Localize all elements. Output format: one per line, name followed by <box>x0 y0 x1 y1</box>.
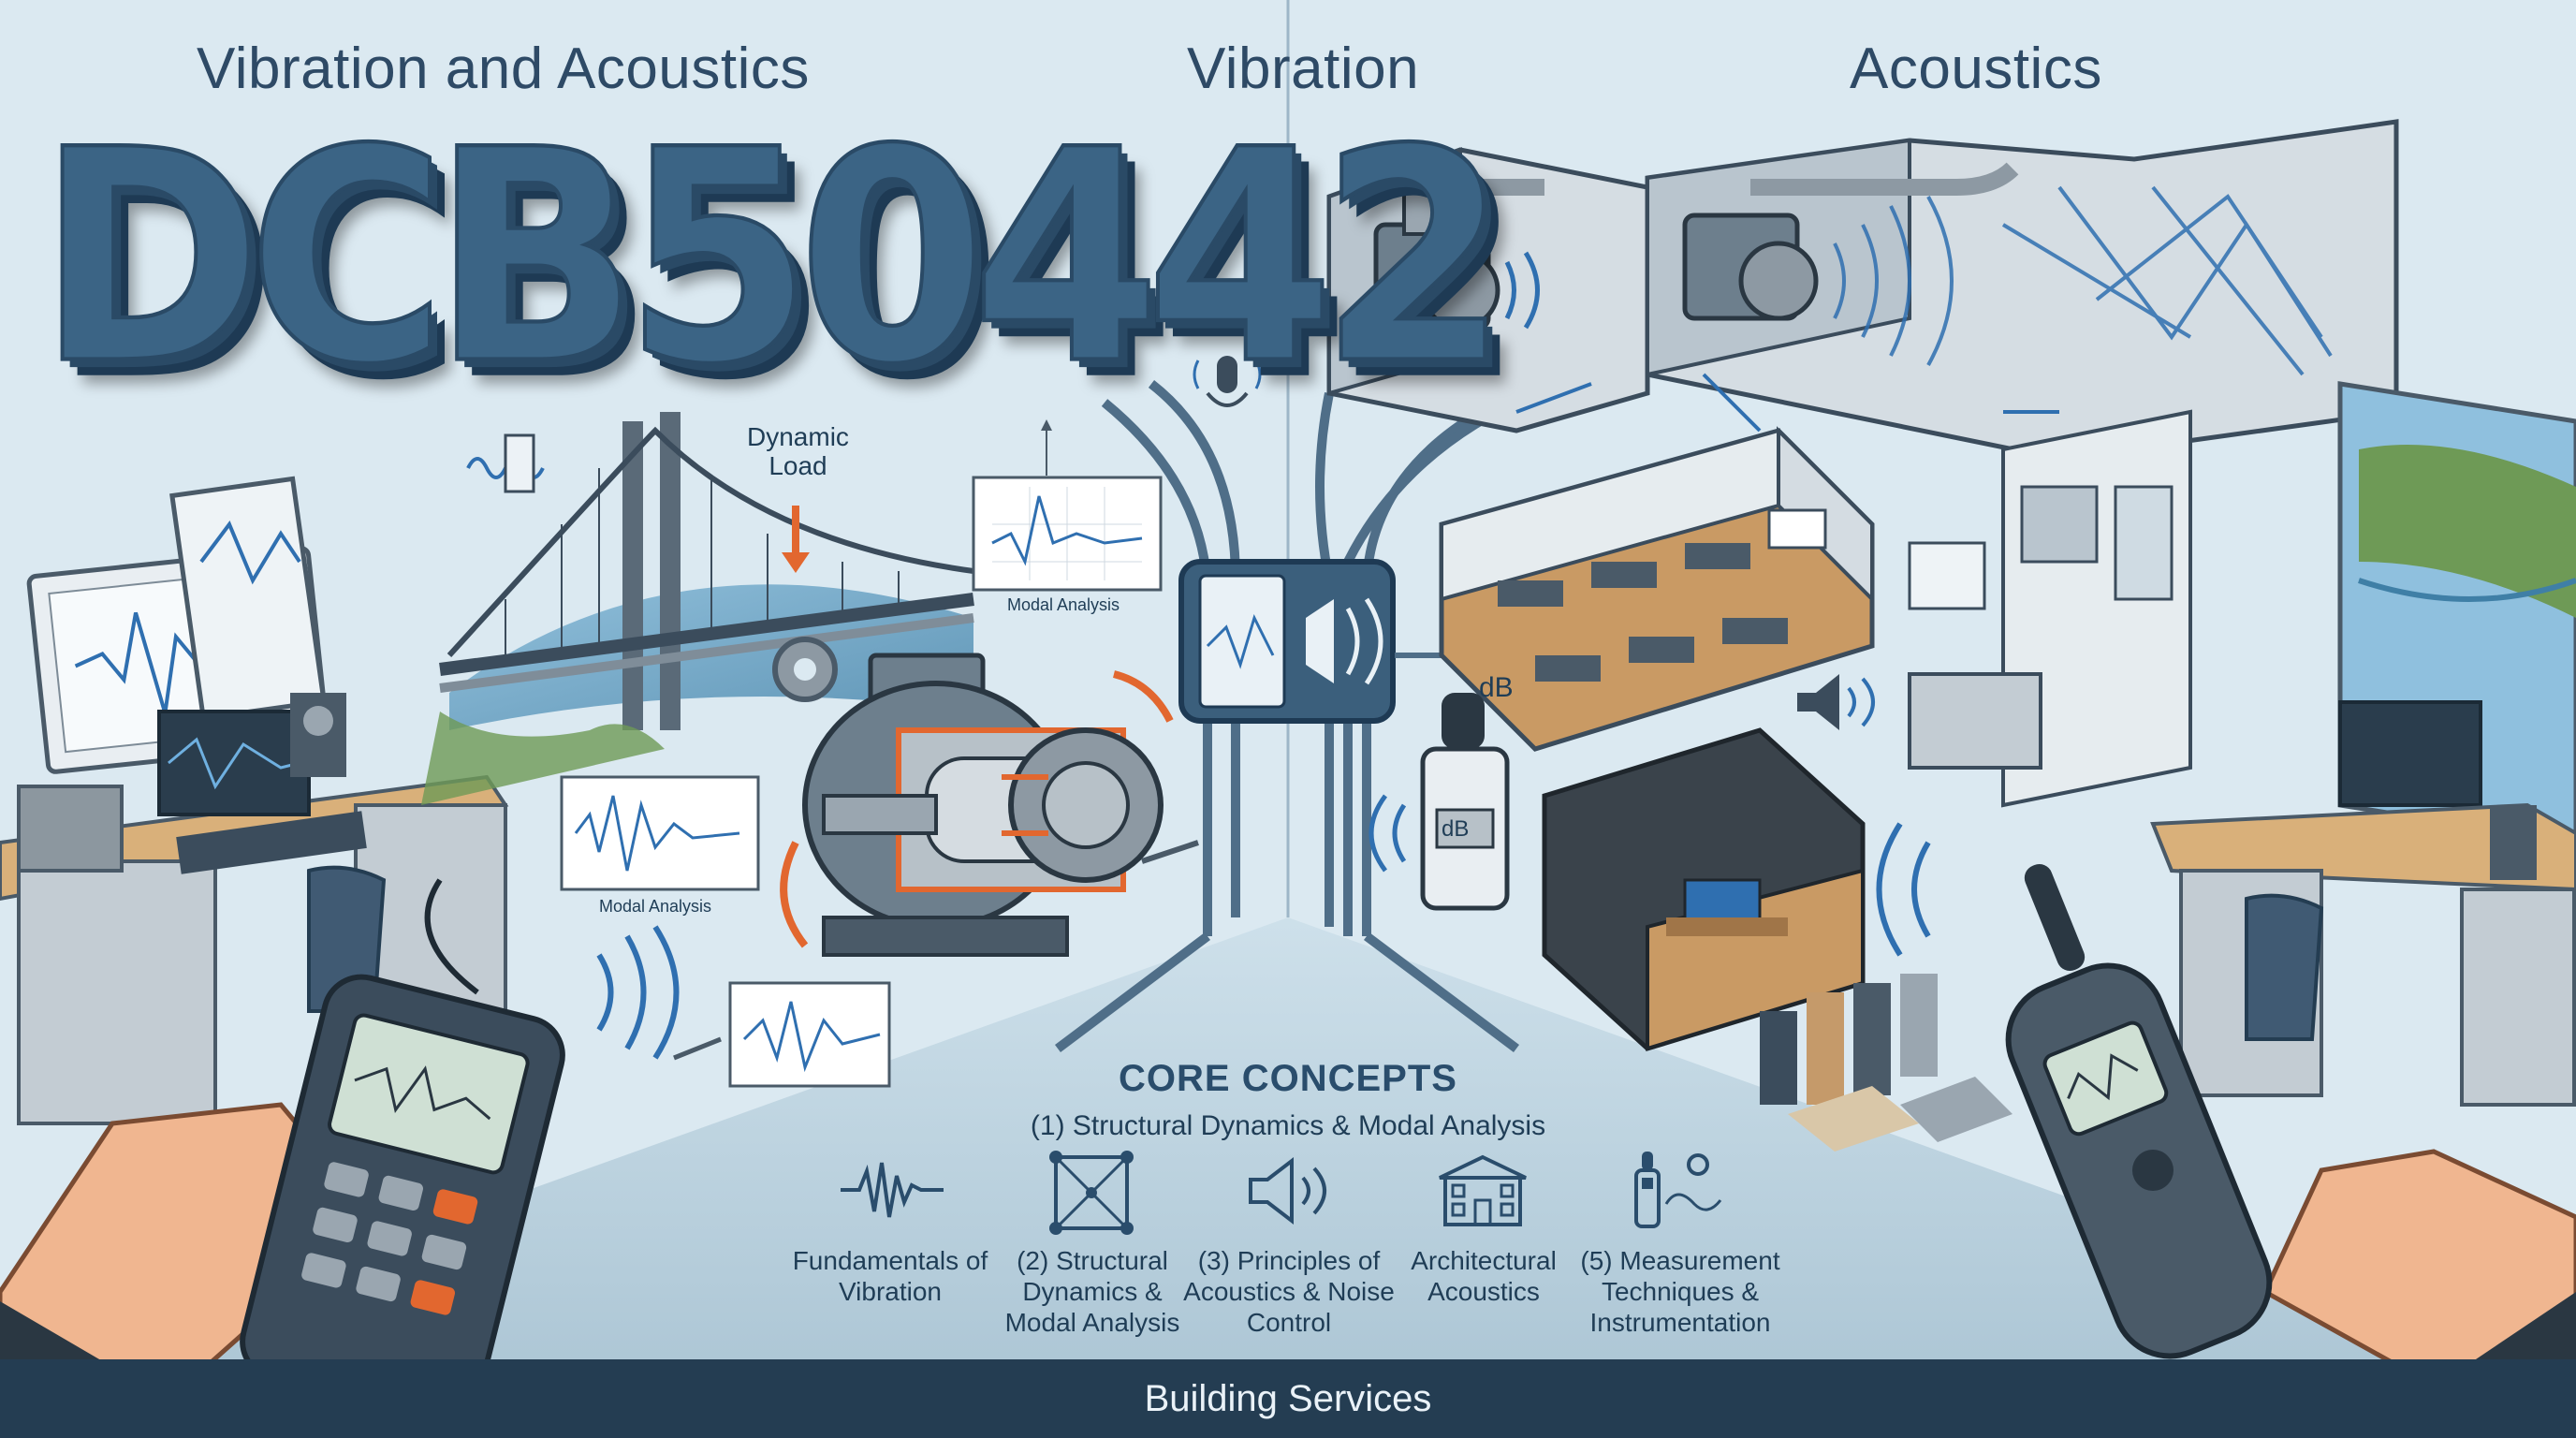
dynamic-load-label: Dynamic Load <box>747 422 849 480</box>
acoustic-panel-samples <box>1760 974 2012 1152</box>
concept-measurement-techniques: (5) Measurement Techniques & Instrumenta… <box>1580 1246 1780 1338</box>
handheld-vibration-analyzer <box>0 878 891 1438</box>
sound-level-meter-small <box>1368 693 1510 911</box>
signal-hub <box>1178 559 1498 724</box>
modal-analysis-chart-top <box>972 419 1163 592</box>
node-frame-icon <box>1049 1151 1134 1235</box>
heading-vibration-and-acoustics: Vibration and Acoustics <box>197 37 810 101</box>
core-concepts-subtitle: (1) Structural Dynamics & Modal Analysis <box>1030 1110 1546 1141</box>
perspective-floor <box>56 917 2520 1359</box>
anechoic-chamber <box>1542 727 1866 1051</box>
course-code-title: DCB50442 <box>36 88 1511 430</box>
footer-label: Building Services <box>1144 1377 1432 1419</box>
waveform-icon <box>841 1162 944 1218</box>
test-lab-door <box>1908 409 2192 808</box>
footer-bar: Building Services <box>0 1359 2576 1438</box>
speaker-icon <box>1249 1156 1326 1225</box>
heading-vibration: Vibration <box>1187 37 1420 101</box>
sound-meter-db-readout: dB <box>1442 816 1470 842</box>
electric-motor <box>780 653 1199 957</box>
concept-principles-of-acoustics: (3) Principles of Acoustics & Noise Cont… <box>1183 1246 1395 1338</box>
concept-architectural-acoustics: Architectural Acoustics <box>1411 1246 1557 1307</box>
open-office-room <box>1439 426 1875 752</box>
vibration-machine-room <box>1326 147 1650 433</box>
heading-acoustics: Acoustics <box>1850 37 2102 101</box>
modal-analysis-chart-left <box>560 775 760 891</box>
db-label: dB <box>1479 672 1514 703</box>
sound-meter-icon <box>1634 1152 1722 1228</box>
speaker-icon-floating <box>1797 674 1875 730</box>
building-icon <box>1439 1154 1527 1226</box>
suspension-bridge <box>421 412 974 805</box>
modal-analysis-label-top: Modal Analysis <box>1007 595 1120 614</box>
concept-fundamentals-of-vibration: Fundamentals of Vibration <box>792 1246 988 1307</box>
concept-structural-dynamics: (2) Structural Dynamics & Modal Analysis <box>1004 1246 1180 1338</box>
acoustics-room <box>1645 119 2399 462</box>
core-concepts-title: CORE CONCEPTS <box>1119 1058 1457 1099</box>
right-workstation <box>2150 700 2576 1107</box>
modal-analysis-label-left: Modal Analysis <box>599 897 712 916</box>
microphone-icon-top <box>1193 356 1262 407</box>
